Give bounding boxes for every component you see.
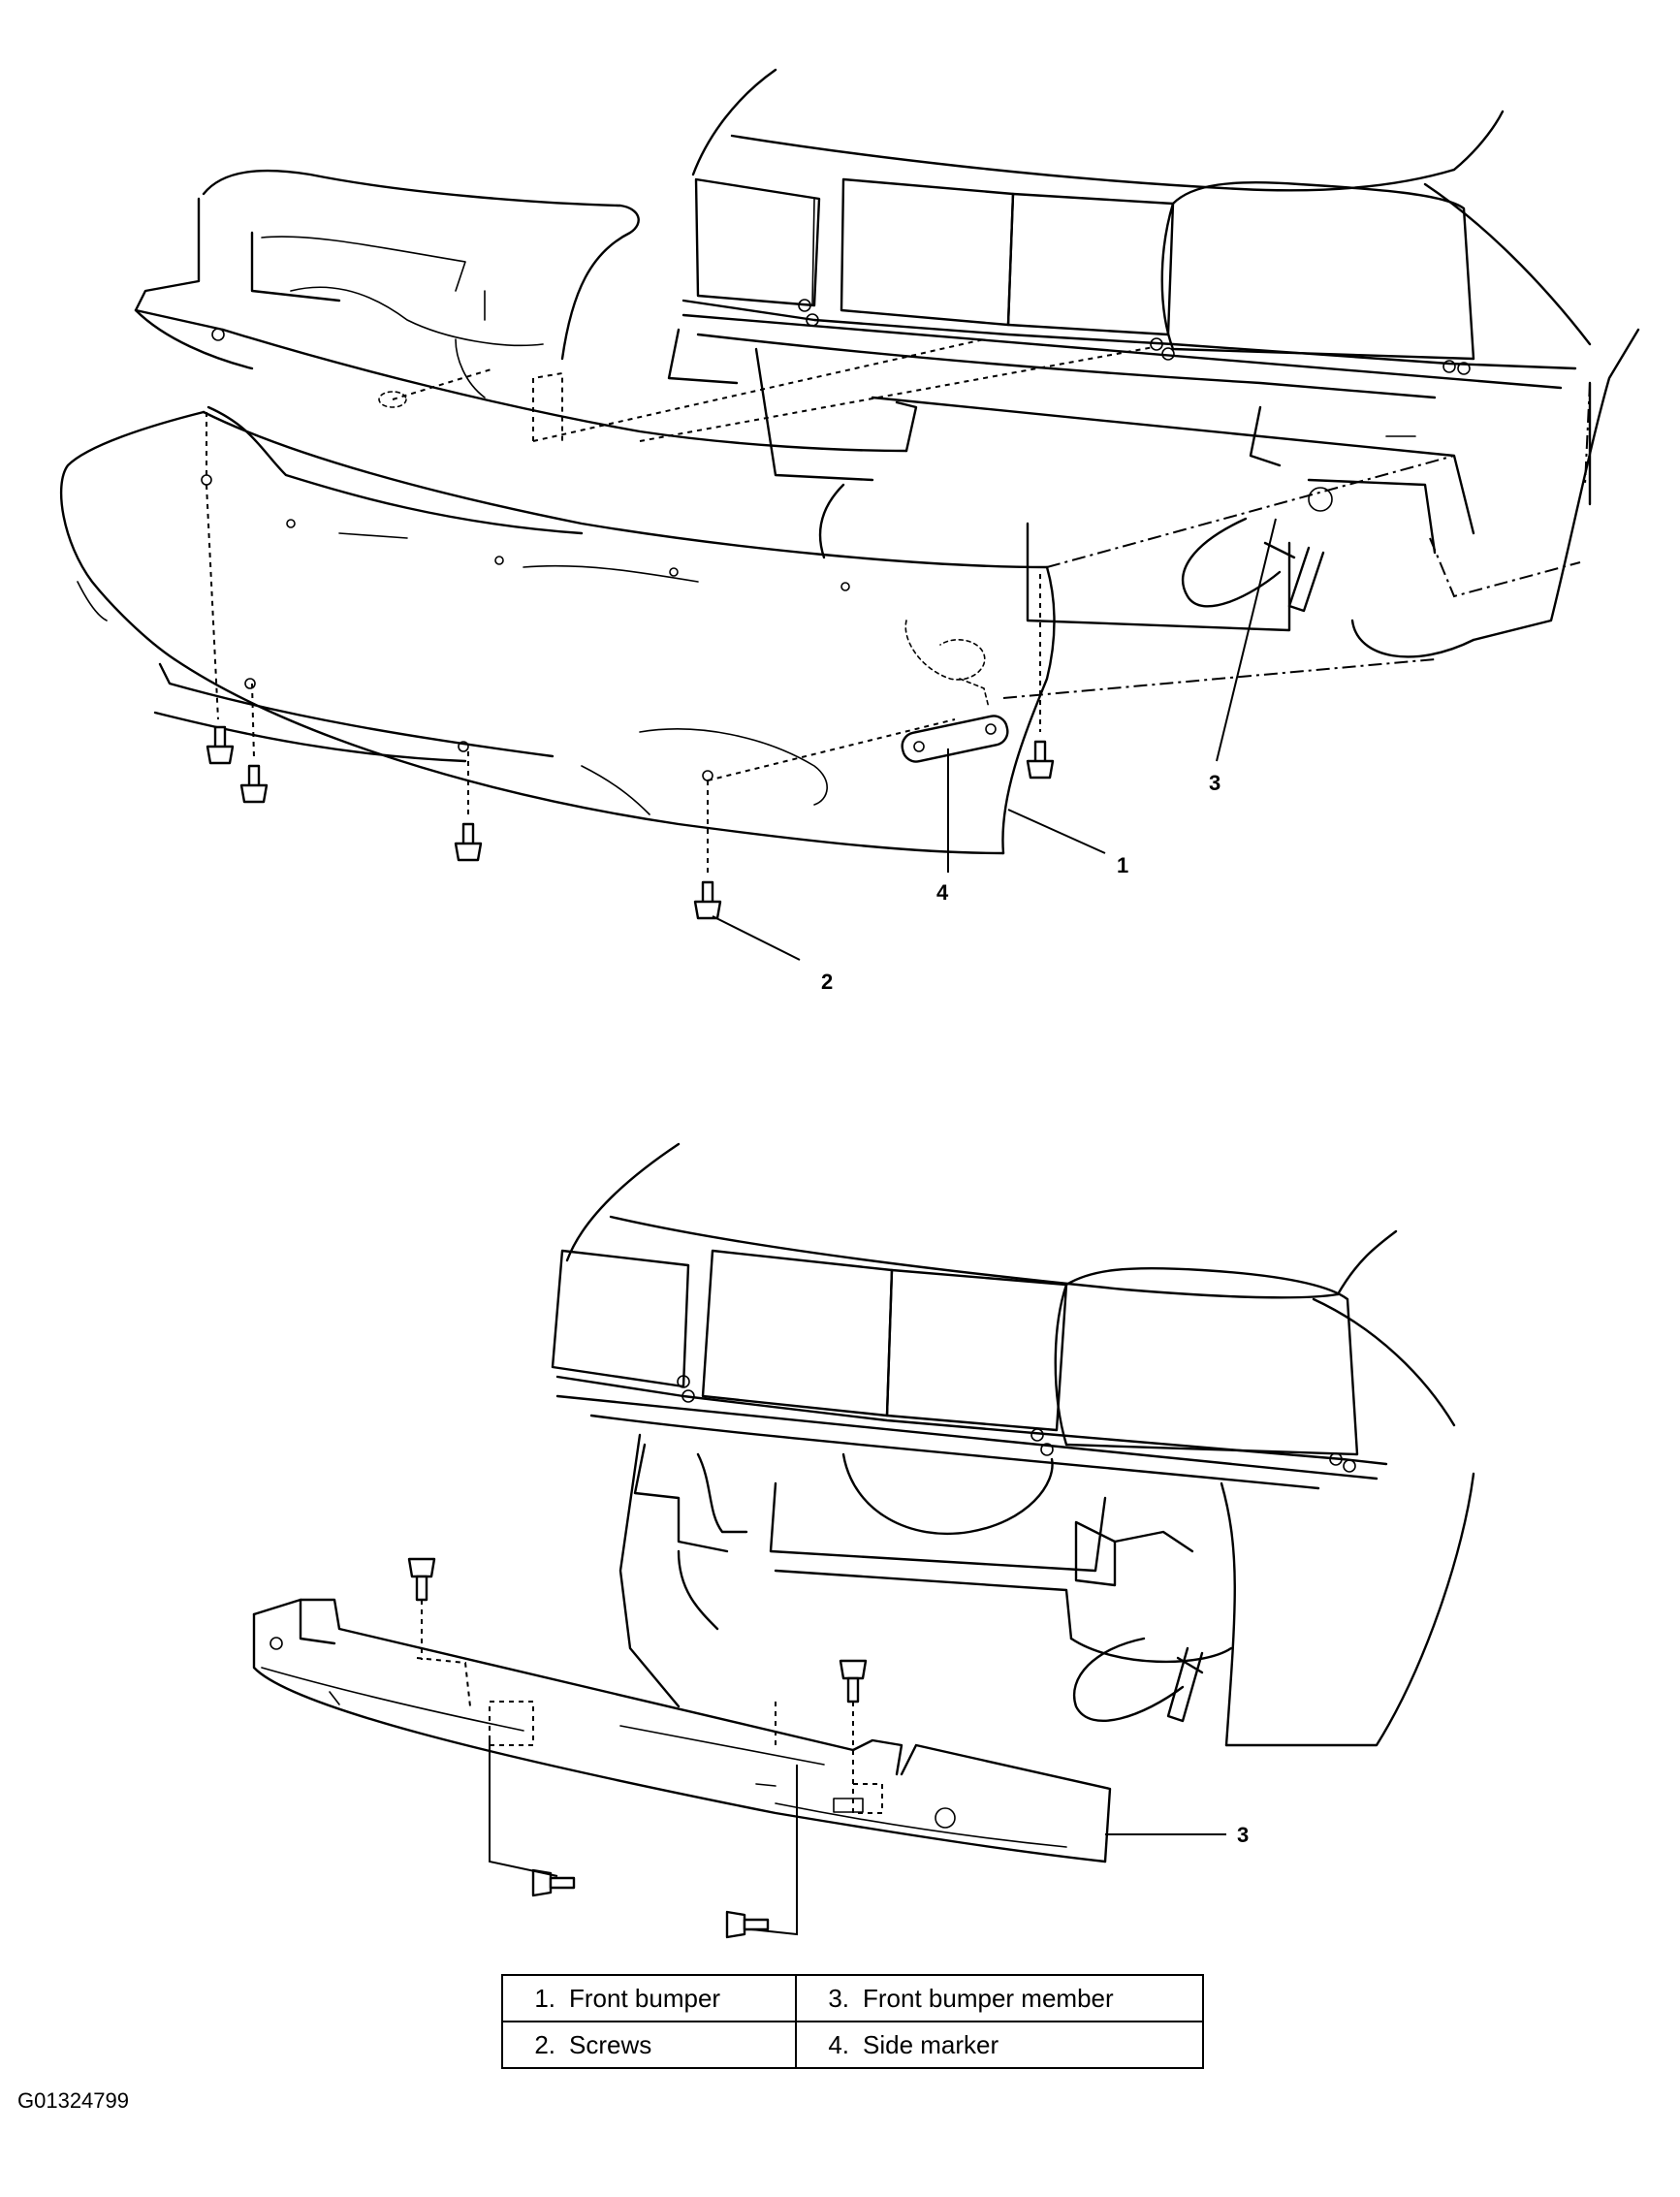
callout-1: 1 — [1117, 853, 1128, 877]
screw — [725, 1910, 770, 1939]
parts-legend-table: 1. Front bumper 3. Front bumper member 2. S… — [501, 1974, 1204, 2069]
front-bumper-upper — [134, 169, 918, 453]
screw — [531, 1868, 576, 1897]
legend-number: 4. — [828, 2029, 849, 2059]
figure-id: G01324799 — [17, 2088, 129, 2113]
legend-number: 1. — [534, 1983, 555, 2013]
legend-label: Front bumper member — [863, 1983, 1114, 2013]
screws-top — [206, 725, 1055, 920]
legend-number: 3. — [828, 1983, 849, 2013]
legend-cell: 4. Side marker — [795, 2021, 1204, 2069]
front-bumper-member — [252, 1598, 1112, 1863]
legend-label: Side marker — [863, 2029, 999, 2059]
legend-number: 2. — [534, 2029, 555, 2059]
screw — [693, 880, 722, 920]
legend-row: 2. Screws 4. Side marker — [501, 2021, 1204, 2069]
legend-label: Screws — [569, 2029, 652, 2059]
assembly-lines-top — [206, 338, 1591, 877]
legend-cell: 2. Screws — [501, 2021, 797, 2069]
callout-4: 4 — [936, 880, 949, 905]
bottom-assembly-view: 3 — [252, 1142, 1475, 1939]
assembly-lines-bottom — [421, 1600, 854, 1936]
callouts-top: 1 2 3 4 — [712, 518, 1277, 994]
vehicle-front-bottom — [551, 1142, 1475, 1747]
screw — [407, 1557, 436, 1602]
callout-3: 3 — [1209, 771, 1220, 795]
screw — [239, 764, 269, 804]
screws-bottom — [407, 1557, 868, 1939]
screw — [206, 725, 235, 765]
legend-cell: 1. Front bumper — [501, 1974, 797, 2022]
vehicle-front-top — [667, 68, 1640, 658]
callout-3-bottom: 3 — [1237, 1823, 1249, 1847]
front-bumper — [59, 405, 1056, 855]
screw — [454, 822, 483, 862]
side-marker — [901, 715, 1009, 763]
top-exploded-view: 1 2 3 4 — [59, 68, 1640, 994]
legend-cell: 3. Front bumper member — [795, 1974, 1204, 2022]
legend-label: Front bumper — [569, 1983, 721, 2013]
callout-2: 2 — [821, 970, 833, 994]
callouts-bottom: 3 — [1105, 1823, 1249, 1847]
screw — [839, 1659, 868, 1703]
legend-row: 1. Front bumper 3. Front bumper member — [501, 1974, 1204, 2022]
screw — [1026, 740, 1055, 780]
